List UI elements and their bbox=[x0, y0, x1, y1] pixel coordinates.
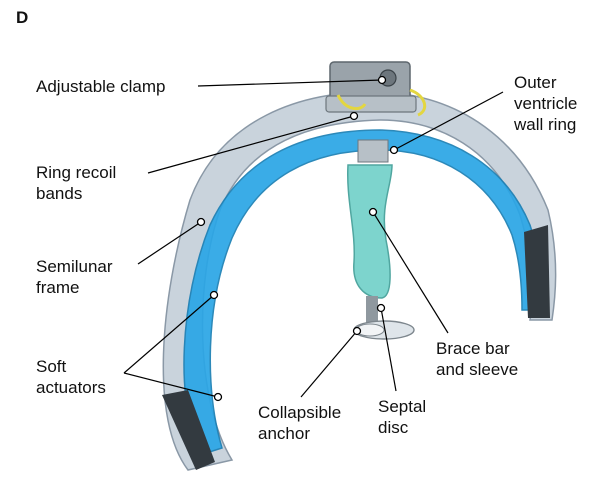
leader-anchor bbox=[300, 330, 358, 398]
marker-anchor bbox=[352, 326, 362, 336]
leader-semilunar bbox=[137, 221, 202, 265]
left-pad bbox=[162, 390, 215, 470]
marker-clamp bbox=[377, 75, 387, 85]
brace-stem bbox=[357, 139, 389, 163]
leader-brace bbox=[372, 211, 449, 334]
recoil-band-left bbox=[336, 94, 367, 111]
marker-outer-ring bbox=[389, 145, 399, 155]
marker-recoil bbox=[349, 111, 359, 121]
brace-bar-lower bbox=[366, 296, 378, 326]
brace-sleeve bbox=[346, 164, 393, 299]
panel-letter: D bbox=[16, 8, 29, 27]
leader-recoil bbox=[147, 115, 355, 174]
leader-actuator-1 bbox=[123, 294, 215, 374]
leader-septal bbox=[380, 307, 397, 392]
marker-brace bbox=[368, 207, 378, 217]
label-outer-ventricle-wall-ring: Outer ventricle wall ring bbox=[514, 73, 578, 134]
leader-clamp bbox=[197, 79, 383, 87]
marker-semilunar bbox=[196, 217, 206, 227]
leader-actuator-2 bbox=[123, 372, 219, 398]
label-ring-recoil-bands: Ring recoil bands bbox=[36, 163, 117, 203]
recoil-band-right bbox=[409, 88, 427, 117]
marker-actuator-2 bbox=[213, 392, 223, 402]
marker-actuator-1 bbox=[209, 290, 219, 300]
label-septal-disc: Septal disc bbox=[378, 397, 427, 437]
label-brace-bar-and-sleeve: Brace bar and sleeve bbox=[436, 339, 519, 379]
marker-septal bbox=[376, 303, 386, 313]
label-soft-actuators: Soft actuators bbox=[36, 357, 106, 397]
label-semilunar-frame: Semilunar frame bbox=[36, 257, 113, 297]
label-collapsible-anchor: Collapsible anchor bbox=[258, 403, 342, 443]
leader-outer-ring bbox=[393, 91, 504, 151]
right-pad bbox=[524, 225, 550, 318]
label-adjustable-clamp: Adjustable clamp bbox=[36, 77, 166, 96]
